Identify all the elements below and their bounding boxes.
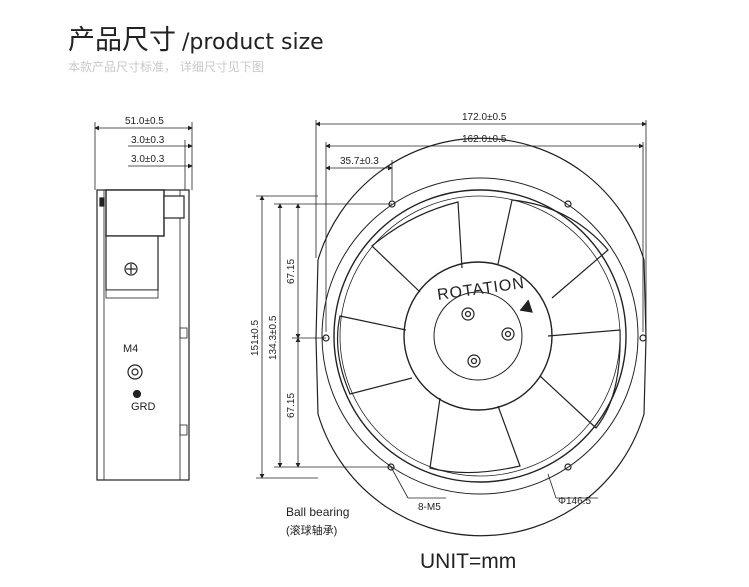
hole-vertical-dimension: 134.3±0.5	[268, 315, 279, 360]
hole-spec-label: 8-M5	[418, 502, 441, 513]
fan-blades	[336, 199, 621, 474]
rotation-label: ROTATION	[436, 275, 526, 304]
terminal-box	[105, 189, 165, 237]
bearing-label: Ball bearing	[286, 505, 349, 519]
side-width-dimension: 51.0±0.5	[125, 116, 164, 127]
title-chinese: 产品尺寸	[68, 25, 176, 56]
side-b-dimension: 3.0±0.3	[131, 154, 165, 165]
m4-label: M4	[123, 343, 138, 355]
fan-frame	[315, 137, 647, 537]
fan-blade	[539, 329, 621, 429]
fan-blade	[497, 199, 609, 299]
fan-blade	[336, 315, 413, 395]
hub-screw	[467, 354, 481, 368]
terminal-screw-icon	[124, 262, 138, 276]
bearing-label-chinese: (滚球轴承)	[286, 523, 337, 537]
grd-label: GRD	[131, 401, 156, 413]
side-view-dimensions	[94, 122, 193, 190]
page-subtitle: 本款产品尺寸标准， 详细尺寸见下图	[68, 60, 264, 74]
diameter-label: Φ146.5	[558, 496, 591, 507]
mounting-hole	[639, 334, 647, 342]
side-view	[96, 189, 190, 481]
half-bottom-dimension: 67.15	[286, 393, 297, 418]
hole-offset-dimension: 35.7±0.3	[340, 156, 379, 167]
mounting-holes	[322, 200, 647, 471]
front-view-dimensions	[256, 120, 647, 499]
rotation-arrow-icon	[519, 299, 533, 313]
terminal-tab	[163, 195, 185, 219]
hub-center-plate	[433, 291, 523, 381]
mounting-hole	[564, 463, 572, 471]
fan-blade	[371, 201, 463, 293]
front-view	[315, 137, 647, 537]
unit-label: UNIT=mm	[420, 550, 517, 573]
title-english: /product size	[182, 30, 324, 55]
m4-screw-icon	[127, 364, 143, 380]
hub-screw	[501, 327, 515, 341]
overall-width-dimension: 172.0±0.5	[462, 112, 507, 123]
page-title: 产品尺寸/product size	[68, 18, 324, 57]
ground-icon	[132, 389, 142, 399]
hole-span-dimension: 162.0±0.5	[462, 134, 507, 145]
frame-inner-ring	[321, 177, 639, 495]
venturi-ring	[333, 189, 627, 483]
side-a-dimension: 3.0±0.3	[131, 135, 165, 146]
fan-blade	[429, 397, 521, 474]
overall-height-dimension: 151±0.5	[250, 319, 261, 356]
mounting-hole	[564, 200, 572, 208]
hub-screw	[461, 307, 475, 321]
half-top-dimension: 67.15	[286, 259, 297, 284]
